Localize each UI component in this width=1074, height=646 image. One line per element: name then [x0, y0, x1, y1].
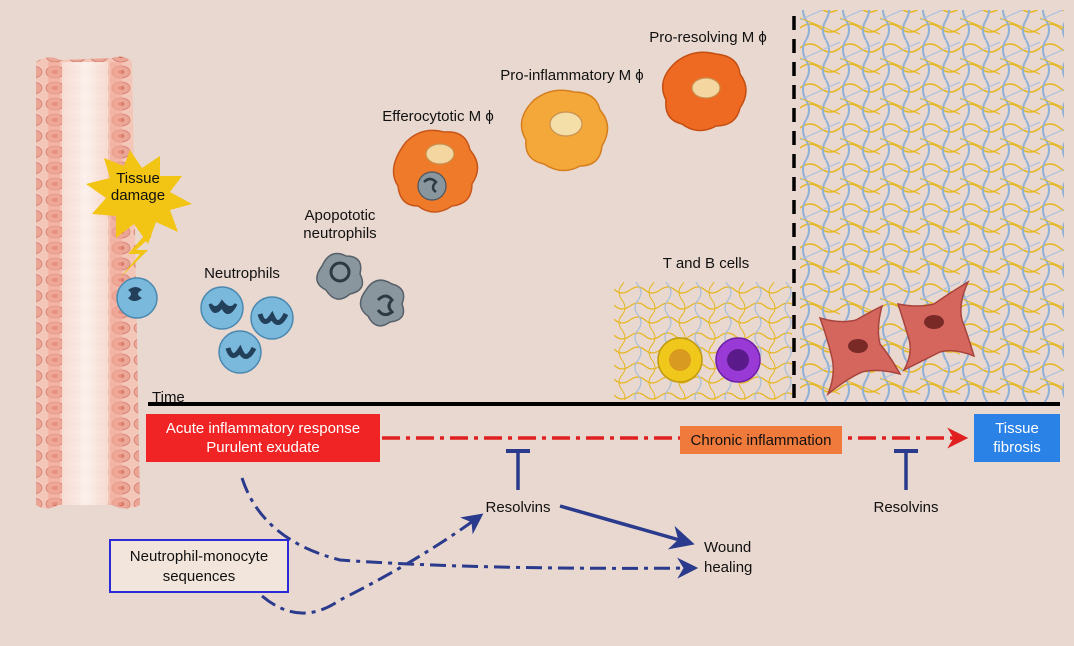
- acute-to-healing-arrow: [240, 477, 699, 579]
- resolvin-inhibition-2: [894, 449, 918, 490]
- neutrophil-monocyte-box: Neutrophil-monocyte sequences: [109, 539, 289, 593]
- resolvins-label-1: Resolvins: [485, 499, 550, 516]
- fibroblast: [818, 304, 902, 397]
- pro-resolving-macrophage: Pro-resolving M ϕ: [649, 29, 767, 132]
- neutrophil-cells: Neutrophils: [116, 265, 294, 374]
- fibrosis-label-1: Tissue: [995, 420, 1039, 437]
- apoptotic-label-2: neutrophils: [303, 225, 376, 242]
- fibrosis-matrix: [800, 10, 1064, 402]
- acute-label-1: Acute inflammatory response: [166, 420, 360, 437]
- sequences-label-2: sequences: [163, 568, 236, 585]
- b-cell: [715, 337, 761, 383]
- neutrophil-cell: [116, 277, 158, 319]
- sequences-label-1: Neutrophil-monocyte: [130, 548, 268, 565]
- pathway-arrows: [240, 477, 699, 615]
- t-b-cells-label: T and B cells: [663, 255, 749, 272]
- chronic-inflammation-box: Chronic inflammation: [680, 426, 842, 454]
- tissue-fibrosis-box: Tissue fibrosis: [974, 414, 1060, 462]
- apoptotic-cell: [316, 252, 364, 300]
- resolvins-label-2: Resolvins: [873, 499, 938, 516]
- t-cell: [657, 337, 703, 383]
- time-label: Time: [152, 389, 185, 406]
- neutrophils-label: Neutrophils: [204, 265, 280, 282]
- resolvins-to-healing-arrow: [559, 504, 695, 550]
- pro-inflammatory-macrophage: Pro-inflammatory M ϕ: [500, 67, 644, 172]
- tissue-damage-label-1: Tissue: [116, 170, 160, 187]
- tissue-damage-label-2: damage: [111, 187, 165, 204]
- t-b-cell-matrix: T and B cells: [614, 255, 792, 400]
- pro-resolving-label: Pro-resolving M ϕ: [649, 29, 767, 46]
- sequences-to-resolvins-arrow: [261, 513, 484, 615]
- acute-label-2: Purulent exudate: [206, 439, 319, 456]
- pro-inflammatory-label: Pro-inflammatory M ϕ: [500, 67, 643, 84]
- fibrosis-label-2: fibrosis: [993, 439, 1041, 456]
- resolvin-inhibition-1: [506, 449, 530, 490]
- efferocytotic-label: Efferocytotic M ϕ: [382, 108, 494, 125]
- apoptotic-cell: [359, 279, 405, 327]
- neutrophil-cell: [218, 330, 262, 374]
- efferocytotic-macrophage: Efferocytotic M ϕ: [382, 108, 494, 213]
- neutrophil-cell: [200, 286, 244, 330]
- wound-healing-label-1: Wound: [704, 539, 751, 556]
- time-axis: Time: [148, 389, 1060, 406]
- fibroblast: [896, 280, 976, 372]
- apoptotic-neutrophils: Apopototic neutrophils: [303, 207, 405, 327]
- neutrophil-cell: [250, 296, 294, 340]
- chronic-label: Chronic inflammation: [691, 432, 832, 449]
- wound-healing-label-2: healing: [704, 559, 752, 576]
- tissue-damage-burst: Tissue damage: [86, 150, 192, 278]
- apoptotic-label-1: Apopototic: [305, 207, 376, 224]
- acute-inflammatory-box: Acute inflammatory response Purulent exu…: [146, 414, 380, 462]
